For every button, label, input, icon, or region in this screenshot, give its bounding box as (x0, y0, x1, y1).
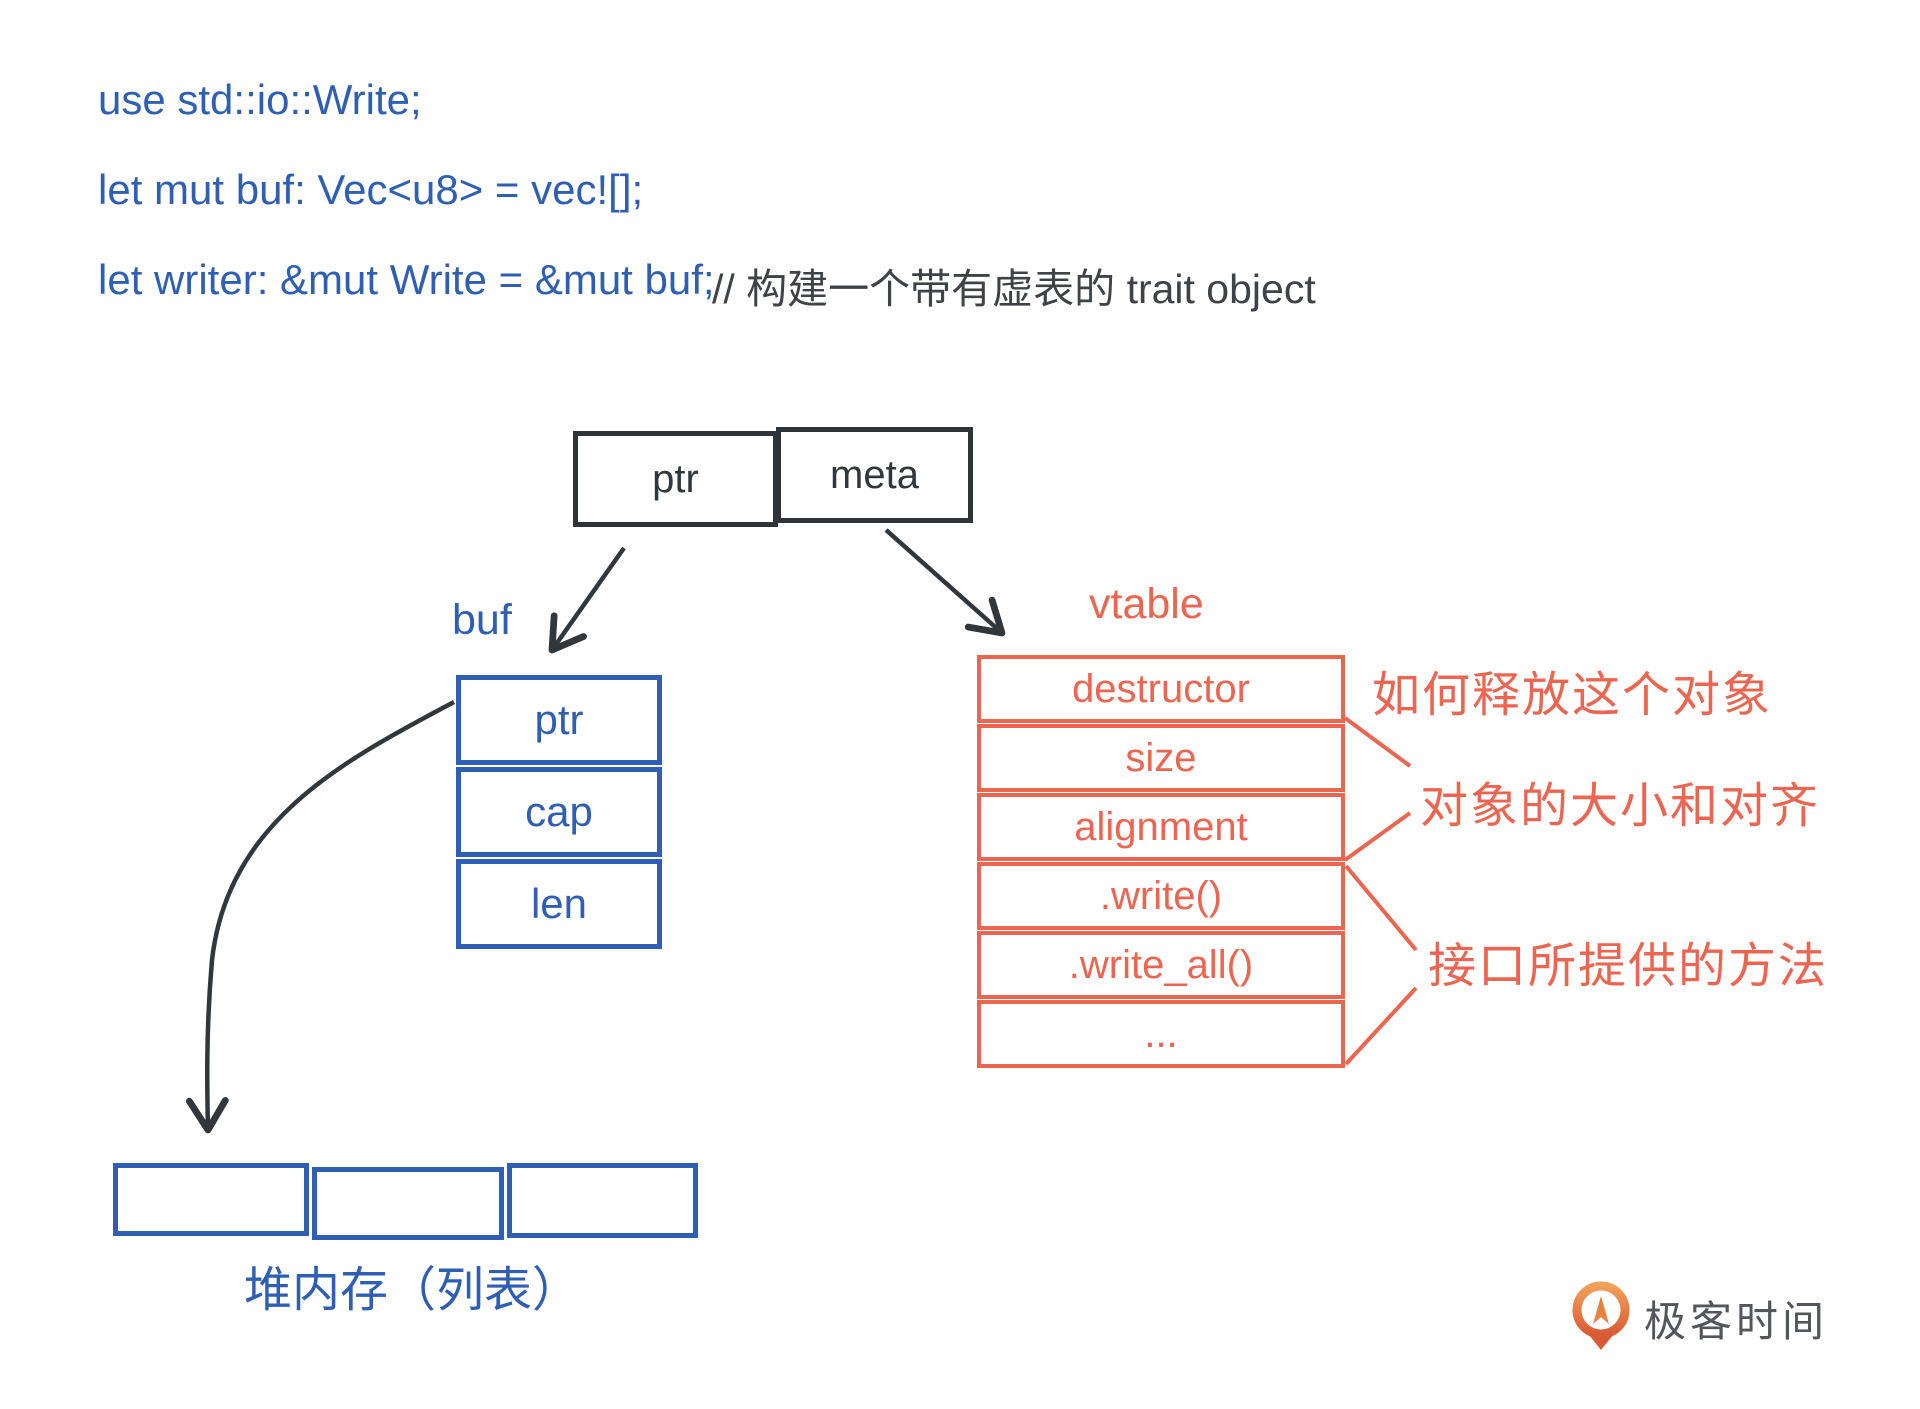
vtable-row-destructor: destructor (977, 655, 1345, 723)
code-line-writer: let writer: &mut Write = &mut buf; (98, 256, 715, 303)
fat-pointer-ptr-cell: ptr (573, 431, 778, 527)
vtable-row-size: size (977, 724, 1345, 792)
geektime-logo-icon (1572, 1281, 1630, 1350)
heap-cell-2 (312, 1167, 504, 1240)
buf-field-cap-label: cap (525, 788, 593, 835)
geektime-logo: 极客时间 (1572, 1280, 1828, 1356)
buf-field-len-label: len (530, 880, 588, 927)
vtable-row-write-all-label: .write_all() (1068, 942, 1254, 987)
buf-title: buf (452, 596, 512, 644)
fat-pointer-meta-label: meta (830, 452, 919, 497)
vtable-row-alignment: alignment (977, 793, 1345, 861)
bracket-size-alignment-bottom (1343, 811, 1412, 862)
arrow-bufptr-to-heap (185, 700, 456, 1134)
fat-pointer-ptr-label: ptr (652, 456, 699, 501)
bracket-methods-bottom (1344, 986, 1418, 1066)
vtable-title: vtable (1089, 580, 1204, 628)
annotation-destructor: 如何释放这个对象 (1372, 669, 1773, 722)
bracket-size-alignment-top (1343, 716, 1412, 768)
heap-cell-3 (507, 1163, 698, 1238)
vtable-row-size-label: size (1125, 735, 1197, 780)
code-line-buf: let mut buf: Vec<u8> = vec![]; (98, 166, 644, 213)
heap-label: 堆内存（列表） (244, 1264, 581, 1317)
annotation-size-alignment: 对象的大小和对齐 (1420, 780, 1821, 833)
vtable-struct: destructor size alignment .write() .writ… (977, 655, 1345, 1068)
buf-struct: ptr cap len (456, 675, 662, 949)
code-comment: // 构建一个带有虚表的 trait object (712, 266, 1316, 312)
bracket-methods-top (1344, 864, 1418, 952)
vtable-row-alignment-label: alignment (1074, 804, 1248, 849)
annotation-methods: 接口所提供的方法 (1428, 940, 1829, 993)
vtable-row-ellipsis: ... (977, 1000, 1345, 1068)
buf-field-cap: cap (456, 767, 662, 857)
arrow-ptr-to-buf (548, 546, 626, 654)
vtable-row-write-label: .write() (1099, 873, 1223, 918)
vtable-row-write-all: .write_all() (977, 931, 1345, 999)
arrow-meta-to-vtable (884, 528, 1006, 637)
vtable-row-destructor-label: destructor (1072, 666, 1250, 711)
vtable-row-ellipsis-label: ... (1144, 1011, 1178, 1056)
vtable-row-write: .write() (977, 862, 1345, 930)
buf-field-ptr-label: ptr (534, 696, 584, 743)
geektime-logo-text: 极客时间 (1644, 1297, 1829, 1345)
fat-pointer-meta-cell: meta (776, 427, 973, 523)
code-line-use: use std::io::Write; (98, 76, 422, 123)
buf-field-ptr: ptr (456, 675, 662, 765)
buf-field-len: len (456, 859, 662, 949)
heap-cell-1 (113, 1163, 309, 1236)
